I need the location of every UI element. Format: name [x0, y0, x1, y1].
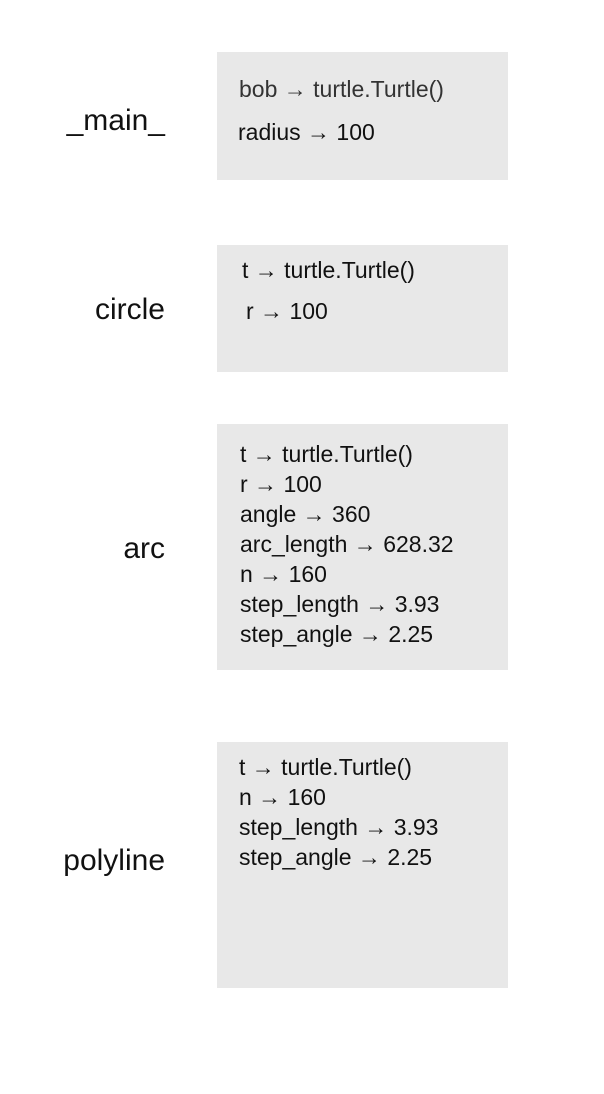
variable-step-length: step_length → 3.93 [240, 591, 440, 617]
variable-radius: radius → 100 [238, 119, 375, 145]
variable-list-arc: t → turtle.Turtle() r → 100 angle → 360 … [240, 439, 454, 649]
frame-box-circle: t → turtle.Turtle() r → 100 [217, 245, 508, 372]
variable-arc-length: arc_length → 628.32 [240, 531, 454, 557]
variable-list-polyline: t → turtle.Turtle() n → 160 step_length … [239, 752, 438, 872]
frame-label-polyline: polyline [63, 844, 165, 877]
variable-r: r → 100 [240, 471, 322, 497]
variable-step-length: step_length → 3.93 [239, 814, 439, 840]
frame-box-main: bob → turtle.Turtle() radius → 100 [217, 52, 508, 180]
variable-t: t → turtle.Turtle() [239, 754, 412, 780]
variable-t: t → turtle.Turtle() [240, 441, 413, 467]
variable-angle: angle → 360 [240, 501, 371, 527]
frame-label-main: _main_ [66, 104, 165, 137]
variable-step-angle: step_angle → 2.25 [239, 844, 433, 870]
variable-n: n → 160 [240, 561, 327, 587]
frame-box-arc: t → turtle.Turtle() r → 100 angle → 360 … [217, 424, 508, 670]
frame-label-arc: arc [123, 532, 165, 565]
variable-r: r → 100 [246, 298, 328, 324]
frame-box-polyline: t → turtle.Turtle() n → 160 step_length … [217, 742, 508, 988]
variable-t: t → turtle.Turtle() [242, 257, 415, 283]
frame-label-circle: circle [94, 293, 165, 326]
variable-n: n → 160 [239, 784, 326, 810]
variable-step-angle: step_angle → 2.25 [240, 621, 434, 647]
variable-bob: bob → turtle.Turtle() [239, 76, 444, 102]
